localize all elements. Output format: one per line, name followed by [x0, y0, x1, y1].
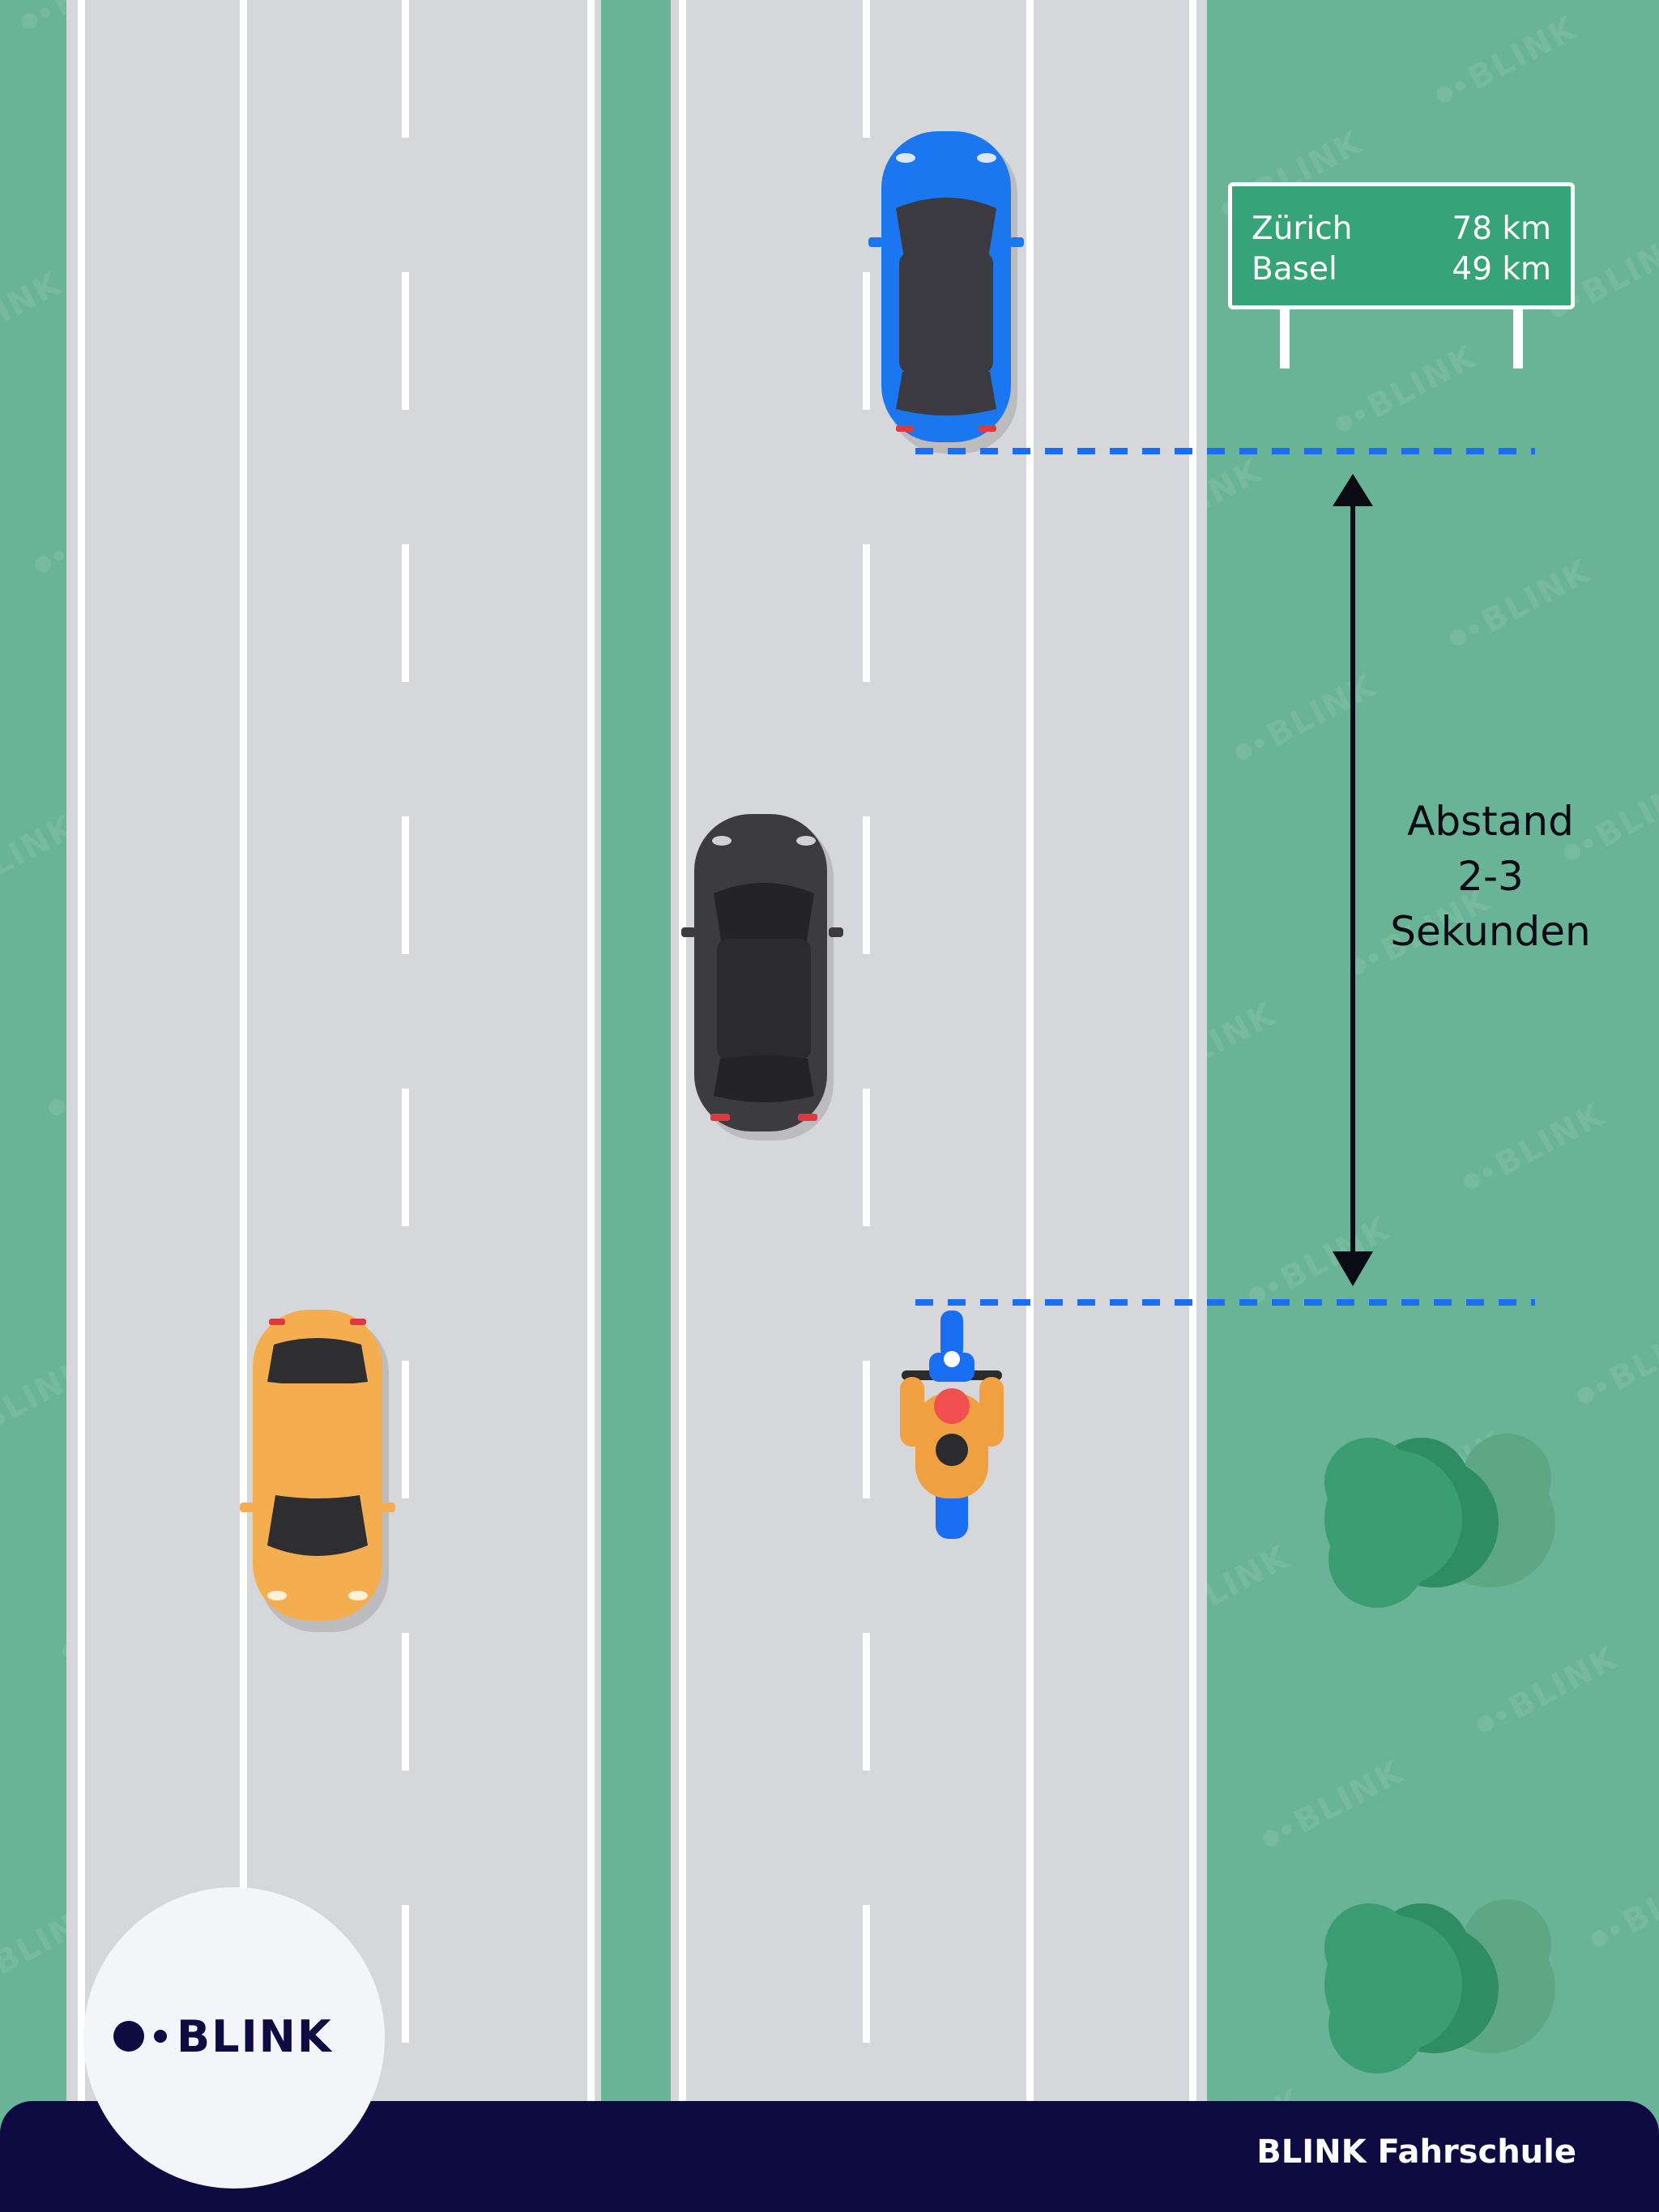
- yellow-car: [240, 1310, 395, 1632]
- median-strip: [601, 0, 671, 2212]
- left-roadway: [66, 0, 601, 2212]
- logo-dot-small: [154, 2030, 167, 2043]
- sign-distance: 49 km: [1452, 251, 1551, 288]
- distance-label-line-1: Abstand: [1407, 798, 1574, 845]
- distance-label-line-2: 2-3: [1457, 853, 1524, 900]
- sign-row-basel: Basel 49 km: [1252, 251, 1551, 288]
- left-roadway-edge-line-outer: [78, 0, 85, 2212]
- sign-post-left: [1280, 308, 1290, 369]
- distance-label-line-3: Sekunden: [1390, 908, 1591, 955]
- footer-title: BLINK Fahrschule: [1256, 2133, 1576, 2171]
- distance-label: Abstand 2-3 Sekunden: [1361, 794, 1620, 959]
- sign-distance: 78 km: [1452, 211, 1551, 247]
- black-car: [681, 814, 843, 1140]
- right-roadway-edge-line-inner: [679, 0, 686, 2212]
- blink-logo: BLINK: [113, 2010, 333, 2062]
- distance-arrow: [1333, 474, 1373, 1286]
- right-roadway-lane-line-solid: [1026, 0, 1034, 2212]
- tree-lower: [1324, 1899, 1555, 2073]
- tree-upper: [1324, 1434, 1555, 1608]
- sign-city: Basel: [1252, 251, 1337, 288]
- blue-car: [868, 131, 1024, 454]
- sign-row-zurich: Zürich 78 km: [1252, 211, 1551, 247]
- logo-dot-large: [113, 2021, 144, 2052]
- logo-text: BLINK: [177, 2010, 333, 2062]
- left-roadway-edge-line-inner: [587, 0, 595, 2212]
- left-roadway-dashed-lane-line: [402, 0, 409, 2043]
- motorbike: [900, 1311, 1004, 1539]
- sign-post-right: [1513, 308, 1523, 369]
- right-roadway-dashed-lane-line: [863, 0, 870, 2043]
- right-roadway-edge-line-outer: [1189, 0, 1196, 2212]
- sign-city: Zürich: [1252, 211, 1353, 247]
- highway-direction-sign: Zürich 78 km Basel 49 km: [1228, 182, 1575, 309]
- left-roadway-lane-line-solid: [240, 0, 247, 2212]
